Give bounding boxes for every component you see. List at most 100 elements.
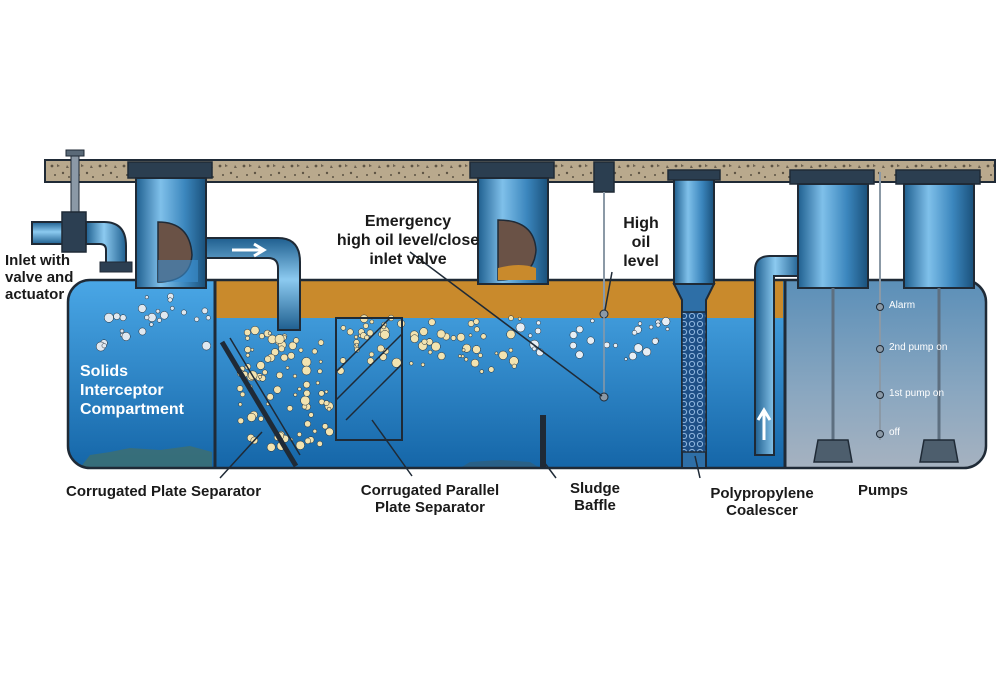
oil-droplet: [460, 354, 465, 358]
oil-droplet: [113, 312, 121, 320]
oil-droplet: [317, 368, 323, 374]
label-sludge-baffle: Sludge Baffle: [569, 480, 620, 514]
oil-droplet: [301, 357, 312, 367]
level-2nd-pump-on: 2nd pump on: [889, 342, 948, 353]
oil-droplet: [297, 386, 302, 392]
oil-droplet: [317, 339, 325, 346]
oil-droplet: [243, 329, 251, 336]
oil-droplet: [498, 350, 508, 360]
oil-droplet: [238, 402, 243, 407]
oil-droplet: [508, 347, 514, 353]
inlet-valve-assembly: [31, 149, 133, 273]
oil-droplet: [181, 309, 187, 316]
oil-droplet: [515, 322, 526, 333]
oil-droplet: [267, 331, 272, 336]
oil-droplet: [259, 333, 265, 339]
oil-droplet: [665, 327, 670, 332]
oil-droplet: [273, 385, 282, 394]
oil-droplet: [324, 389, 329, 394]
sludge-baffle: [540, 415, 546, 468]
corrugated-parallel-plate-separator: [335, 317, 403, 441]
oil-droplet: [323, 400, 330, 406]
oil-droplet: [138, 327, 147, 336]
oil-droplet: [250, 348, 255, 352]
oil-droplet: [262, 369, 268, 376]
oil-droplet: [250, 325, 260, 335]
oil-droplet: [339, 357, 347, 364]
oil-droplet: [280, 353, 289, 362]
oil-droplet: [478, 353, 483, 358]
oil-droplet: [278, 345, 285, 353]
oil-droplet: [528, 333, 533, 338]
oil-droplet: [480, 333, 487, 340]
sludge-deposit: [80, 446, 212, 468]
oil-droplet: [326, 406, 332, 412]
oil-droplet: [293, 337, 300, 344]
oil-droplet: [325, 427, 334, 436]
oil-droplet: [266, 442, 276, 452]
oil-droplet: [651, 337, 659, 345]
oil-droplet: [479, 369, 484, 374]
label-coalescer: Polypropylene Coalescer: [710, 485, 814, 519]
oil-droplet: [303, 389, 311, 397]
oil-droplet: [101, 343, 107, 349]
oil-droplet: [637, 321, 643, 326]
oil-droplet: [292, 374, 297, 379]
oil-droplet: [170, 306, 175, 311]
oil-droplet: [247, 412, 256, 422]
oil-droplet: [205, 315, 211, 321]
oil-droplet: [144, 314, 150, 321]
oil-droplet: [468, 333, 473, 338]
oil-droplet: [420, 362, 425, 367]
oil-droplet: [167, 297, 173, 303]
oil-droplet: [603, 341, 611, 349]
oil-droplet: [340, 325, 346, 331]
oil-droplet: [312, 428, 318, 434]
oil-droplet: [456, 333, 466, 342]
oil-droplets: [95, 293, 671, 452]
high-oil-float: [593, 161, 615, 402]
oil-droplet: [631, 330, 638, 336]
oil-droplet: [119, 314, 127, 322]
label-solids-compartment: Solids Interceptor Compartment: [80, 363, 185, 418]
oil-droplet: [201, 341, 211, 351]
oil-droplet: [304, 420, 311, 428]
oil-droplet: [303, 381, 311, 389]
oil-droplet: [293, 392, 298, 397]
oil-droplet: [648, 324, 654, 330]
oil-droplet: [245, 335, 250, 341]
oil-droplet: [470, 358, 480, 368]
oil-droplet: [237, 417, 244, 424]
oil-droplet: [244, 346, 252, 353]
oil-droplet: [258, 416, 264, 422]
oil-droplet: [301, 365, 312, 376]
oil-droplet: [121, 332, 131, 341]
oil-droplet: [586, 336, 595, 345]
oil-droplet: [144, 295, 149, 300]
oil-droplet: [575, 350, 584, 359]
oil-droplet: [366, 329, 374, 337]
oil-droplet: [264, 355, 272, 363]
oil-droplet: [431, 341, 441, 352]
oil-droplet: [409, 361, 414, 366]
oil-droplet: [354, 334, 359, 340]
oil-droplet: [271, 348, 279, 356]
oil-droplet: [149, 322, 154, 327]
oil-droplet: [160, 311, 169, 320]
label-corrugated-parallel: Corrugated Parallel Plate Separator: [360, 482, 500, 516]
oil-droplet: [322, 423, 329, 430]
oil-droplet: [576, 325, 584, 334]
oil-droplet: [569, 331, 578, 339]
oil-droplet: [458, 354, 462, 358]
oil-droplet: [380, 330, 390, 340]
oil-droplet: [467, 320, 475, 327]
oil-droplet: [624, 357, 628, 361]
oil-droplet: [474, 326, 480, 333]
level-1st-pump-on: 1st pump on: [889, 388, 945, 399]
oil-droplet: [590, 318, 595, 323]
pump-compartment: [785, 280, 986, 468]
oil-droplet: [318, 398, 325, 405]
oil-droplet: [311, 348, 318, 355]
